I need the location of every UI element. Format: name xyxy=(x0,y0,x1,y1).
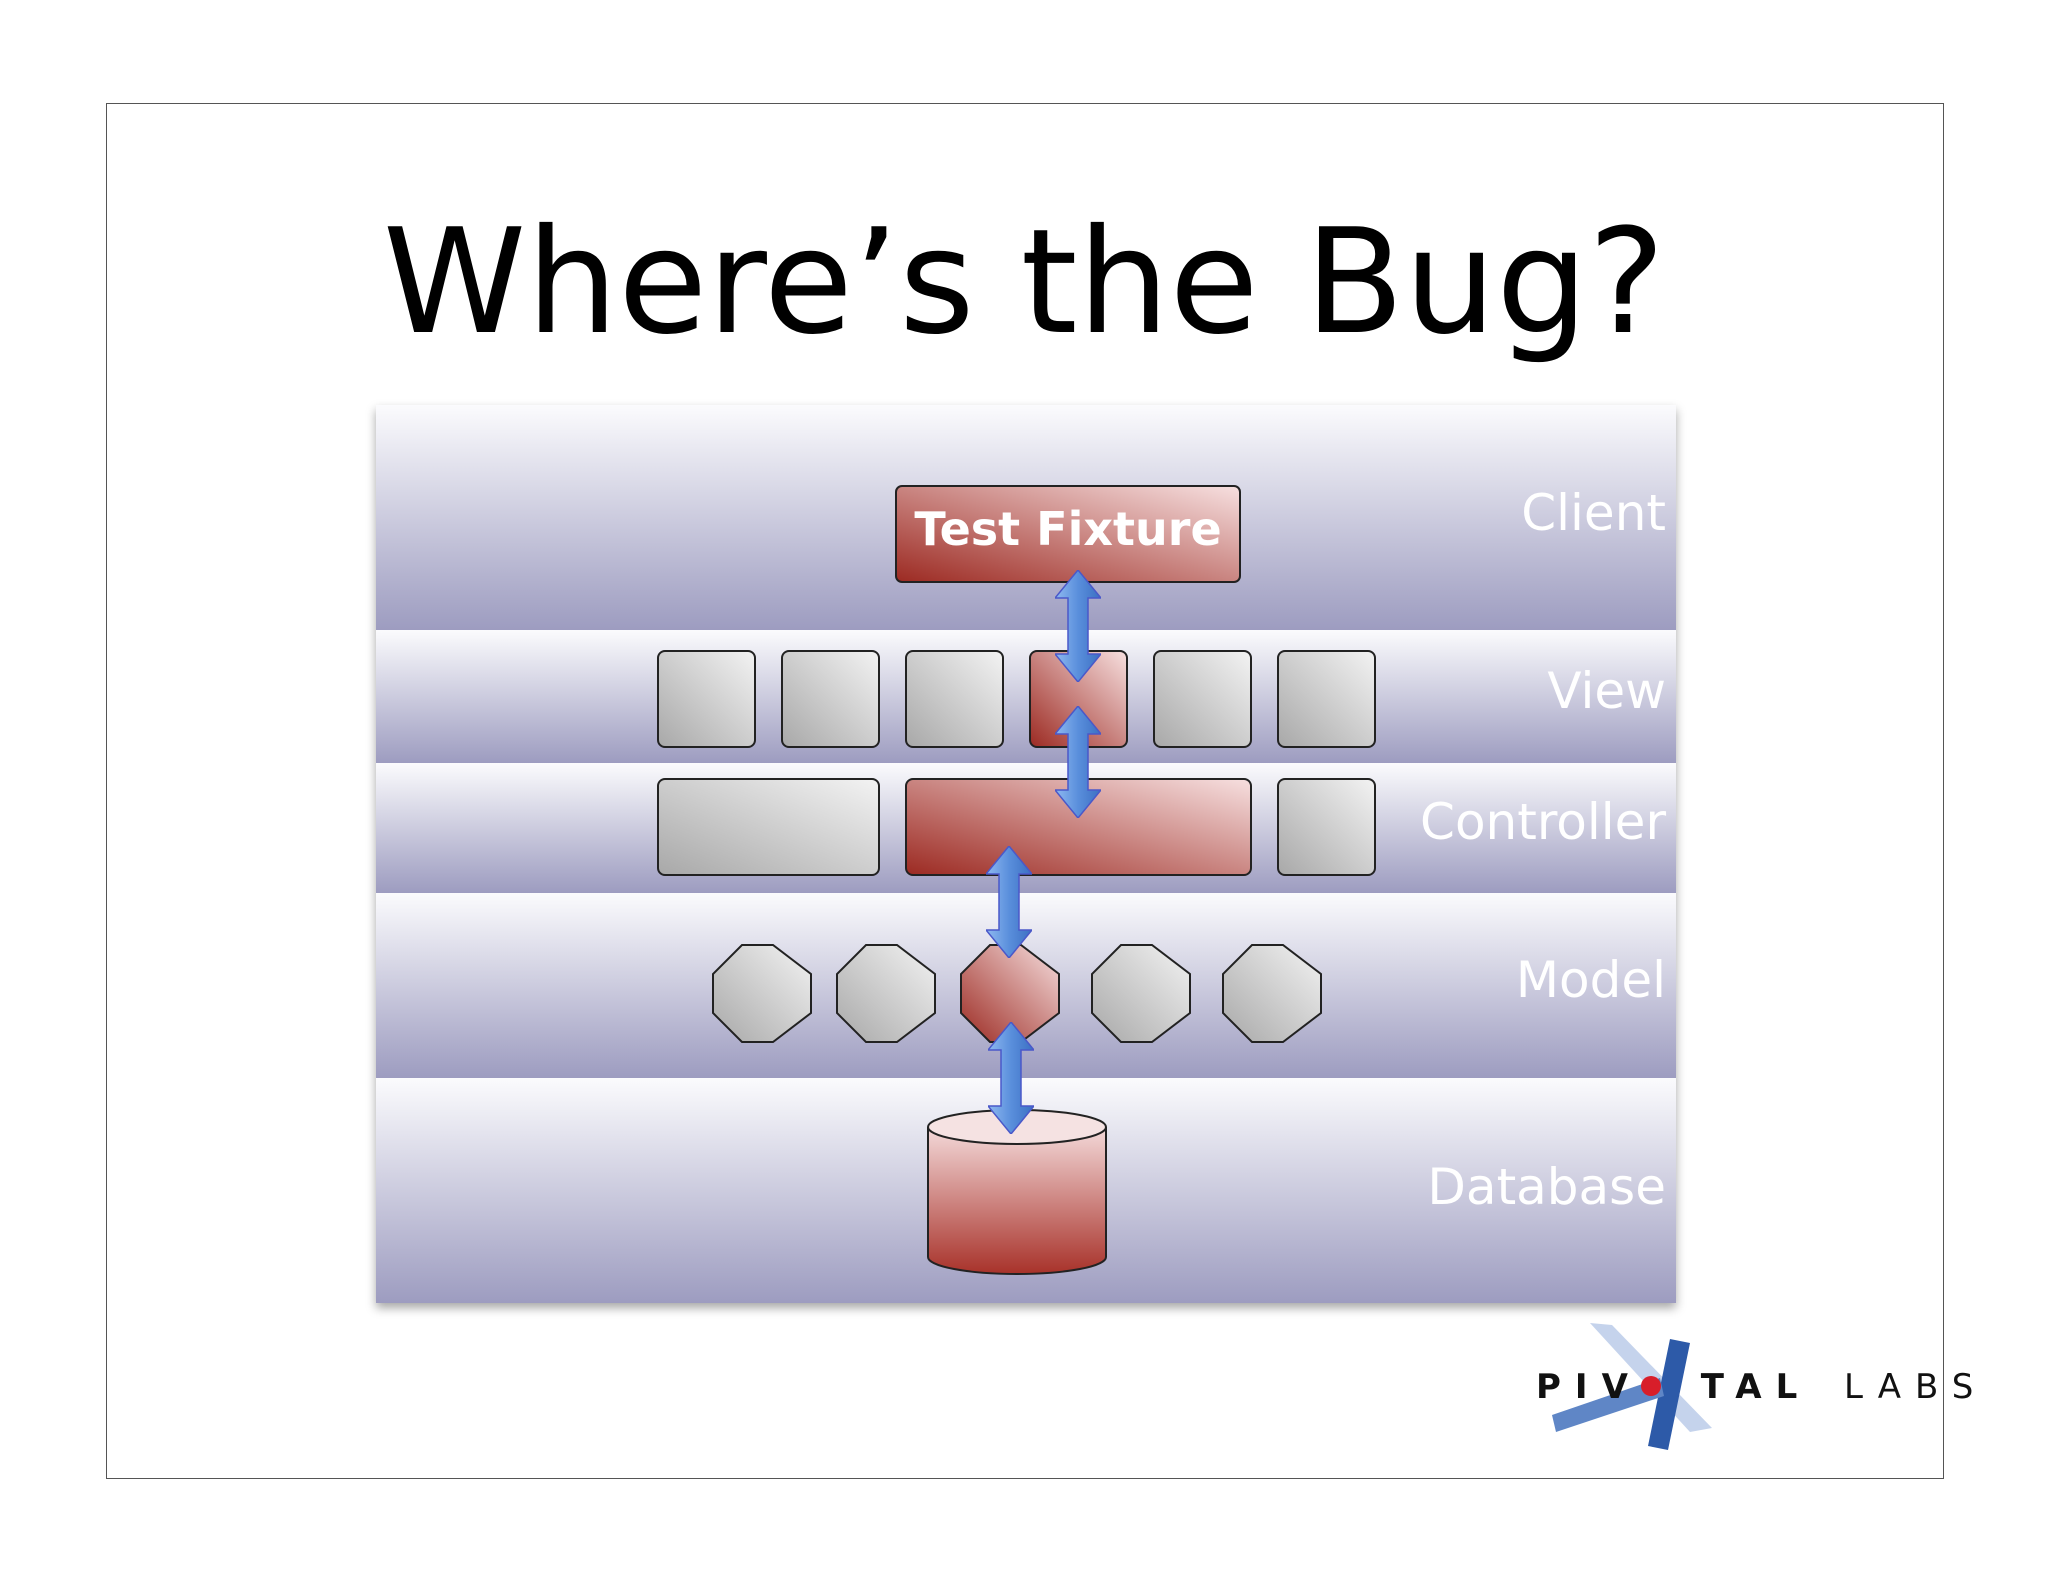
client-layer-label: Client xyxy=(1521,484,1666,542)
controller-layer-label: Controller xyxy=(1420,793,1666,851)
pivotal-labs-logo: PIV TAL LABS xyxy=(1536,1323,1987,1450)
model-object xyxy=(836,944,936,1043)
logo-red-dot xyxy=(1641,1376,1661,1396)
logo-text-piv: PIV xyxy=(1536,1367,1642,1407)
view-component xyxy=(1277,650,1376,748)
slide-frame xyxy=(106,103,1944,1479)
svg-text:PIV TAL LABS: PIV TAL LABS xyxy=(1536,1367,1987,1407)
test-fixture-label: Test Fixture xyxy=(914,502,1221,556)
view-component xyxy=(905,650,1004,748)
controller-component xyxy=(1277,778,1376,876)
view-components xyxy=(657,650,1376,748)
model-components xyxy=(712,944,1322,1043)
model-object xyxy=(1222,944,1322,1043)
logo-mark-blue xyxy=(1648,1339,1690,1450)
view-component xyxy=(657,650,756,748)
logo-mark-blue-lower xyxy=(1552,1378,1664,1432)
view-layer-label: View xyxy=(1547,662,1666,720)
controller-components xyxy=(657,778,1376,876)
logo-text-labs: LABS xyxy=(1844,1367,1987,1407)
database-cylinder xyxy=(927,1109,1107,1275)
logo-text-tal: TAL xyxy=(1701,1367,1812,1407)
model-layer-label: Model xyxy=(1516,951,1666,1009)
view-component xyxy=(1153,650,1252,748)
slide-title: Where’s the Bug? xyxy=(382,198,1666,367)
model-object xyxy=(712,944,812,1043)
database-layer-label: Database xyxy=(1427,1158,1666,1216)
controller-component xyxy=(657,778,880,876)
view-component xyxy=(781,650,880,748)
model-object xyxy=(1091,944,1191,1043)
view-layer xyxy=(376,630,1676,763)
